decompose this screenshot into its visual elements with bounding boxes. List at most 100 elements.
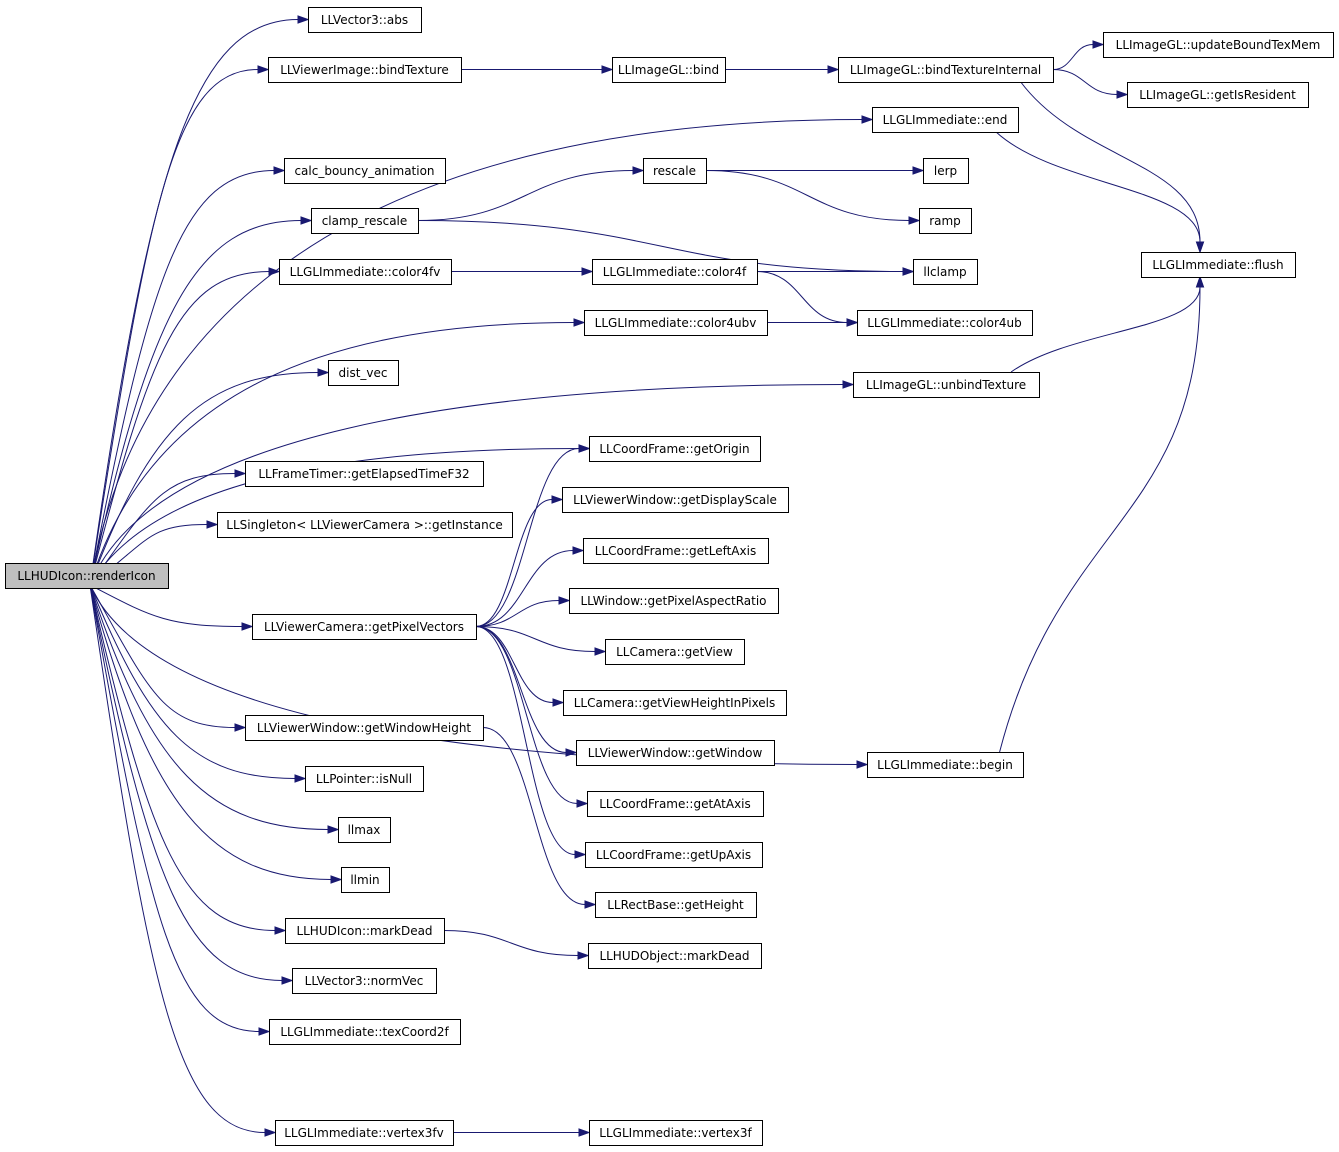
- edge-line: [89, 69, 259, 586]
- edge-line: [475, 626, 578, 804]
- node-llmin[interactable]: llmin: [341, 867, 390, 893]
- node-box: [1141, 252, 1296, 278]
- node-vertex3fv[interactable]: LLGLImmediate::vertex3fv: [275, 1120, 454, 1146]
- arrowhead: [578, 1128, 591, 1137]
- node-label: LLPointer::isNull: [316, 772, 412, 786]
- node-label: llmin: [350, 873, 379, 887]
- node-box: [1127, 82, 1309, 108]
- node-pixelAspect[interactable]: LLWindow::getPixelAspectRatio: [569, 588, 779, 614]
- node-label: LLCamera::getViewHeightInPixels: [574, 696, 776, 710]
- edge-color4fv-to-color4f: [450, 267, 594, 276]
- node-getView[interactable]: LLCamera::getView: [605, 639, 745, 665]
- node-bouncy[interactable]: calc_bouncy_animation: [284, 158, 446, 184]
- node-clampRescale[interactable]: clamp_rescale: [311, 208, 419, 234]
- node-rectHeight[interactable]: LLRectBase::getHeight: [595, 892, 757, 918]
- edge-line: [999, 286, 1201, 753]
- node-llclamp[interactable]: llclamp: [913, 259, 978, 285]
- node-box: [252, 614, 477, 640]
- arrowhead: [827, 65, 840, 74]
- node-normVec[interactable]: LLVector3::normVec: [292, 968, 437, 994]
- edge-line: [89, 584, 329, 830]
- edge-line: [1010, 286, 1201, 373]
- edge-renderIcon-to-normVec: [89, 584, 294, 985]
- node-flush[interactable]: LLGLImmediate::flush: [1141, 252, 1296, 278]
- node-label: LLHUDIcon::renderIcon: [17, 569, 155, 583]
- node-box: [308, 7, 422, 33]
- node-elapsed[interactable]: LLFrameTimer::getElapsedTimeF32: [245, 461, 484, 487]
- node-box: [612, 57, 726, 83]
- arrowhead: [281, 976, 294, 985]
- arrowhead: [327, 825, 340, 834]
- node-windowHeight[interactable]: LLViewerWindow::getWindowHeight: [245, 715, 484, 741]
- node-box: [867, 752, 1024, 778]
- node-end[interactable]: LLGLImmediate::end: [872, 107, 1019, 133]
- node-vertex3f[interactable]: LLGLImmediate::vertex3f: [589, 1120, 763, 1146]
- edge-renderIcon-to-llmin: [89, 584, 343, 884]
- node-markDead[interactable]: LLHUDIcon::markDead: [285, 918, 445, 944]
- node-singleton[interactable]: LLSingleton< LLViewerCamera >::getInstan…: [217, 512, 513, 538]
- node-color4fv[interactable]: LLGLImmediate::color4fv: [279, 259, 452, 285]
- node-box: [268, 57, 462, 83]
- node-box: [595, 892, 757, 918]
- node-atAxis[interactable]: LLCoordFrame::getAtAxis: [587, 791, 764, 817]
- arrowhead: [258, 1027, 271, 1036]
- node-color4f[interactable]: LLGLImmediate::color4f: [592, 259, 758, 285]
- node-bind[interactable]: LLImageGL::bind: [612, 57, 726, 83]
- node-box: [643, 158, 707, 184]
- edge-bindTexture-to-bind: [461, 65, 614, 74]
- node-distVec[interactable]: dist_vec: [328, 360, 399, 386]
- node-color4ub[interactable]: LLGLImmediate::color4ub: [857, 310, 1033, 336]
- node-leftAxis[interactable]: LLCoordFrame::getLeftAxis: [583, 538, 769, 564]
- edge-renderIcon-to-distVec: [89, 368, 330, 586]
- node-isNull[interactable]: LLPointer::isNull: [305, 766, 424, 792]
- edge-renderIcon-to-windowHeight: [89, 584, 247, 732]
- node-color4ubv[interactable]: LLGLImmediate::color4ubv: [584, 310, 768, 336]
- node-label: LLImageGL::bindTextureInternal: [850, 63, 1041, 77]
- node-box: [284, 158, 446, 184]
- node-texCoord[interactable]: LLGLImmediate::texCoord2f: [269, 1019, 461, 1045]
- node-displayScale[interactable]: LLViewerWindow::getDisplayScale: [562, 487, 789, 513]
- node-unbind[interactable]: LLImageGL::unbindTexture: [853, 372, 1040, 398]
- node-ramp[interactable]: ramp: [919, 208, 972, 234]
- node-label: LLRectBase::getHeight: [607, 898, 744, 912]
- arrowhead: [234, 469, 247, 478]
- node-begin[interactable]: LLGLImmediate::begin: [867, 752, 1024, 778]
- edge-line: [89, 271, 270, 586]
- node-bindTexture[interactable]: LLViewerImage::bindTexture: [268, 57, 462, 83]
- arrowhead: [846, 318, 859, 327]
- node-renderIcon[interactable]: LLHUDIcon::renderIcon: [5, 563, 169, 589]
- arrowhead: [584, 900, 597, 909]
- arrowhead: [632, 166, 645, 175]
- node-box: [838, 57, 1054, 83]
- node-llmax[interactable]: llmax: [338, 817, 391, 843]
- node-pixelVectors[interactable]: LLViewerCamera::getPixelVectors: [252, 614, 477, 640]
- edge-bindTexInt-to-updateBound: [1052, 40, 1105, 70]
- node-upAxis[interactable]: LLCoordFrame::getUpAxis: [585, 842, 763, 868]
- edge-line: [443, 930, 579, 956]
- node-bindTexInt[interactable]: LLImageGL::bindTextureInternal: [838, 57, 1054, 83]
- arrowhead: [581, 267, 594, 276]
- arrowhead: [577, 951, 590, 960]
- arrowhead: [300, 216, 313, 225]
- edge-pixelVectors-to-getView: [475, 626, 607, 656]
- node-abs[interactable]: LLVector3::abs: [308, 7, 422, 33]
- node-getOrigin[interactable]: LLCoordFrame::getOrigin: [589, 436, 761, 462]
- edge-pixelVectors-to-getWindow: [475, 626, 578, 757]
- node-updateBound[interactable]: LLImageGL::updateBoundTexMem: [1103, 32, 1334, 58]
- arrowhead: [578, 444, 591, 453]
- edge-line: [89, 584, 260, 1032]
- node-viewHeight[interactable]: LLCamera::getViewHeightInPixels: [563, 690, 787, 716]
- node-box: [872, 107, 1019, 133]
- arrowhead: [1195, 275, 1205, 288]
- edge-renderIcon-to-unbind: [89, 380, 855, 586]
- node-objMarkDead[interactable]: LLHUDObject::markDead: [588, 943, 762, 969]
- arrowhead: [330, 875, 343, 884]
- node-rescale[interactable]: rescale: [643, 158, 707, 184]
- edge-line: [89, 384, 844, 586]
- node-lerp[interactable]: lerp: [923, 158, 969, 184]
- node-getWindow[interactable]: LLViewerWindow::getWindow: [576, 740, 775, 766]
- arrowhead: [206, 520, 219, 529]
- node-box: [285, 918, 445, 944]
- node-isResident[interactable]: LLImageGL::getIsResident: [1127, 82, 1309, 108]
- edge-line: [475, 626, 554, 703]
